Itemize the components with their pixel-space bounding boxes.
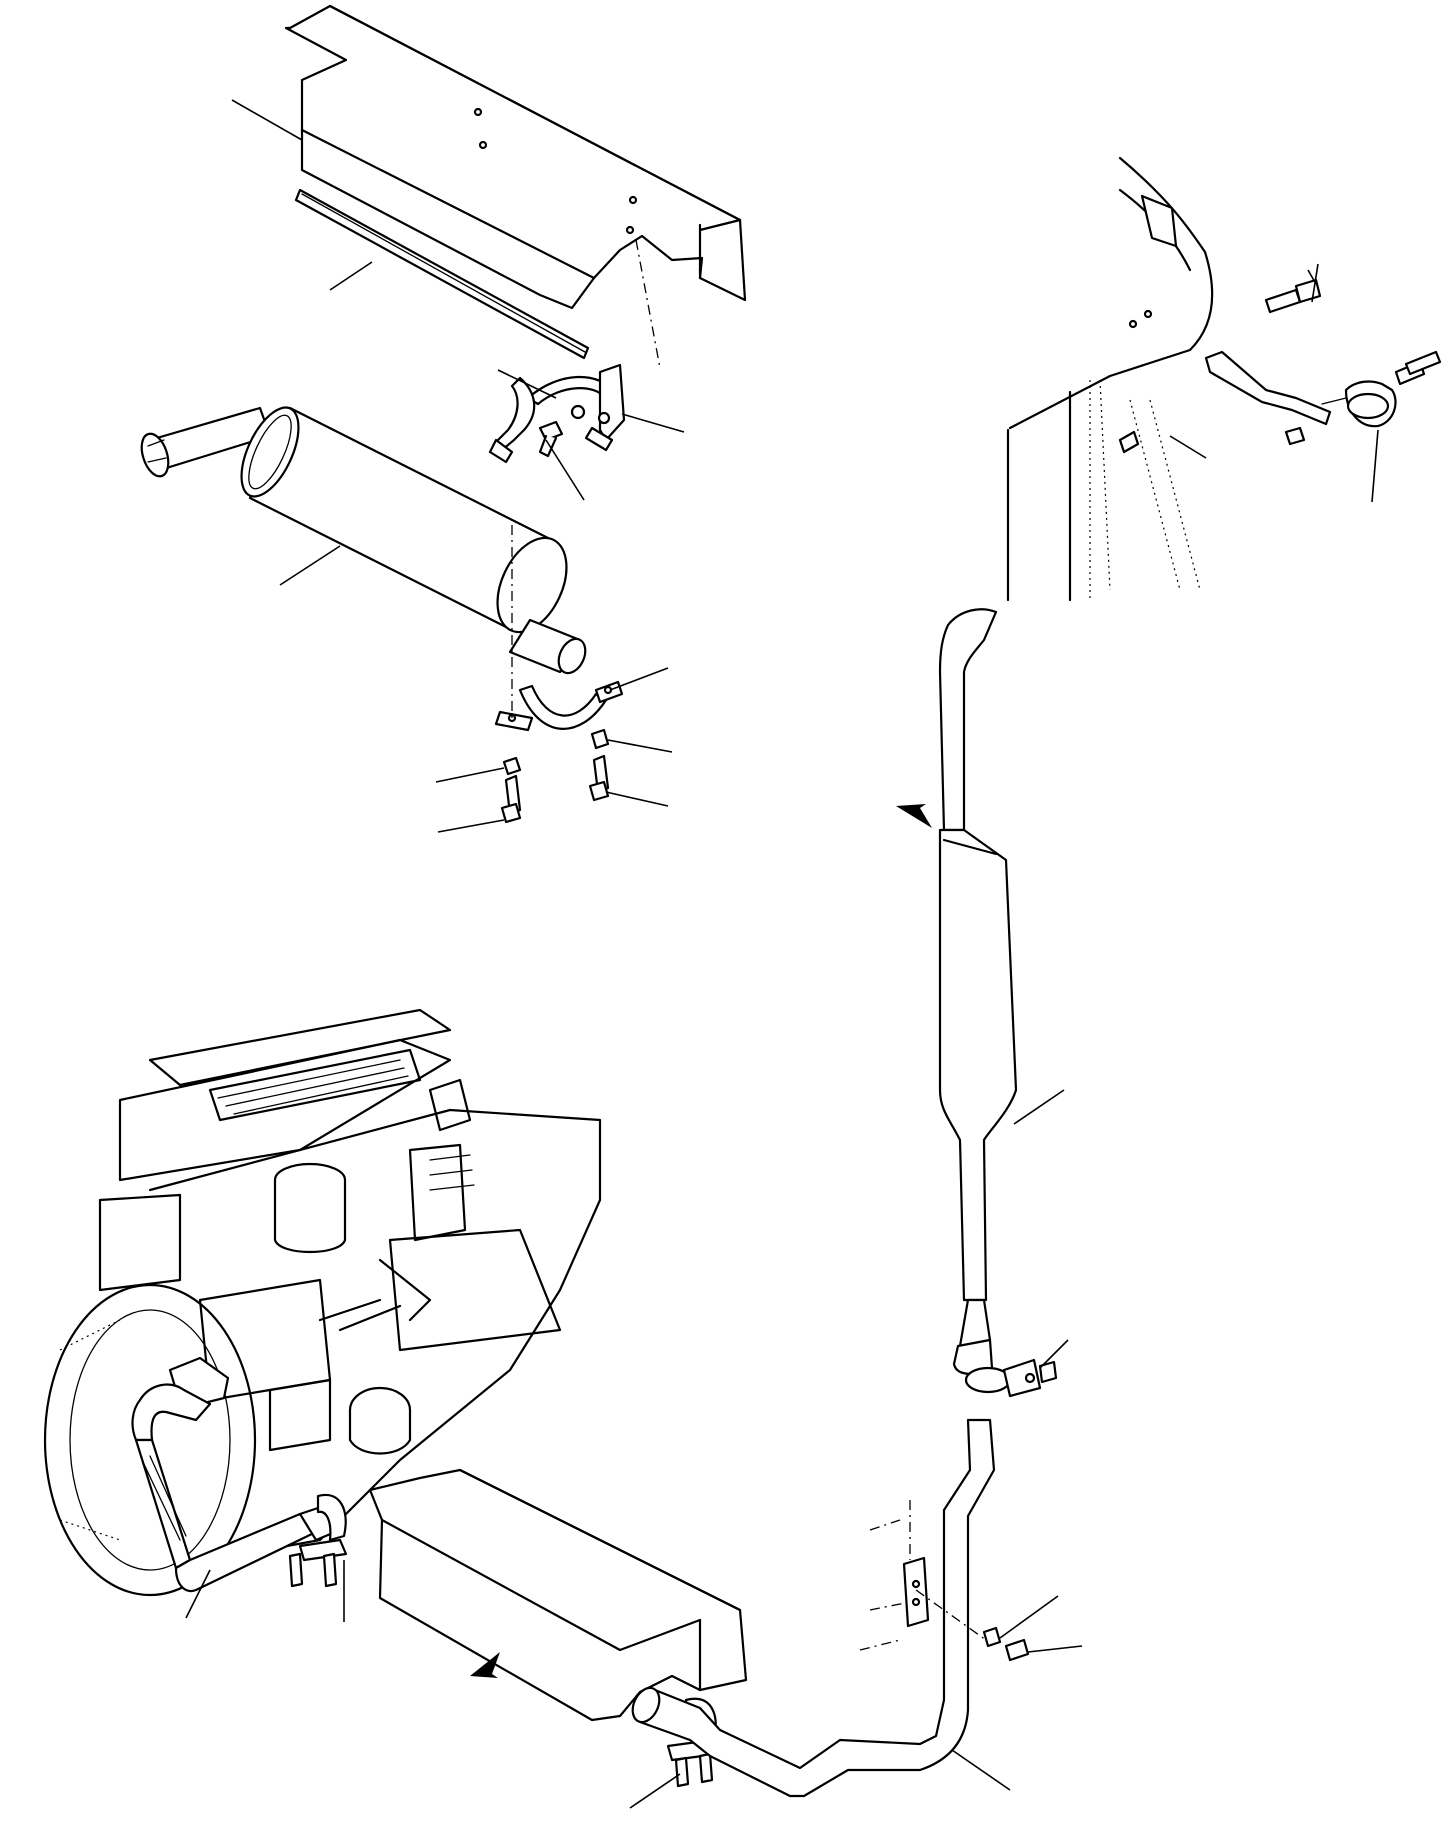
callout-leaders: [185, 99, 1379, 1809]
mounting-plate: [859, 1500, 1030, 1662]
tailpipe-bracket: [1204, 278, 1442, 446]
exhaust-manifold-pipe: [131, 1356, 342, 1593]
heat-shield-lower: [368, 1468, 748, 1722]
engine: [43, 1008, 602, 1597]
bent-pipe: [631, 1418, 996, 1798]
alignment-line-bracket: [635, 239, 661, 369]
clamp-lower: [494, 680, 624, 732]
tailpipe: [938, 608, 1018, 1375]
direction-arrows: [470, 804, 932, 1678]
arrow-upper-icon: [896, 804, 932, 828]
clamp-bracket-upper: [488, 363, 626, 464]
insulation-strip: [294, 188, 590, 360]
cab-corner: [1006, 156, 1214, 602]
muffler: [140, 406, 587, 675]
bolts-and-nuts: [500, 728, 610, 824]
heat-shield-upper: [284, 4, 747, 310]
arrow-lower-icon: [470, 1652, 500, 1678]
pipe-clamp: [964, 1358, 1058, 1398]
